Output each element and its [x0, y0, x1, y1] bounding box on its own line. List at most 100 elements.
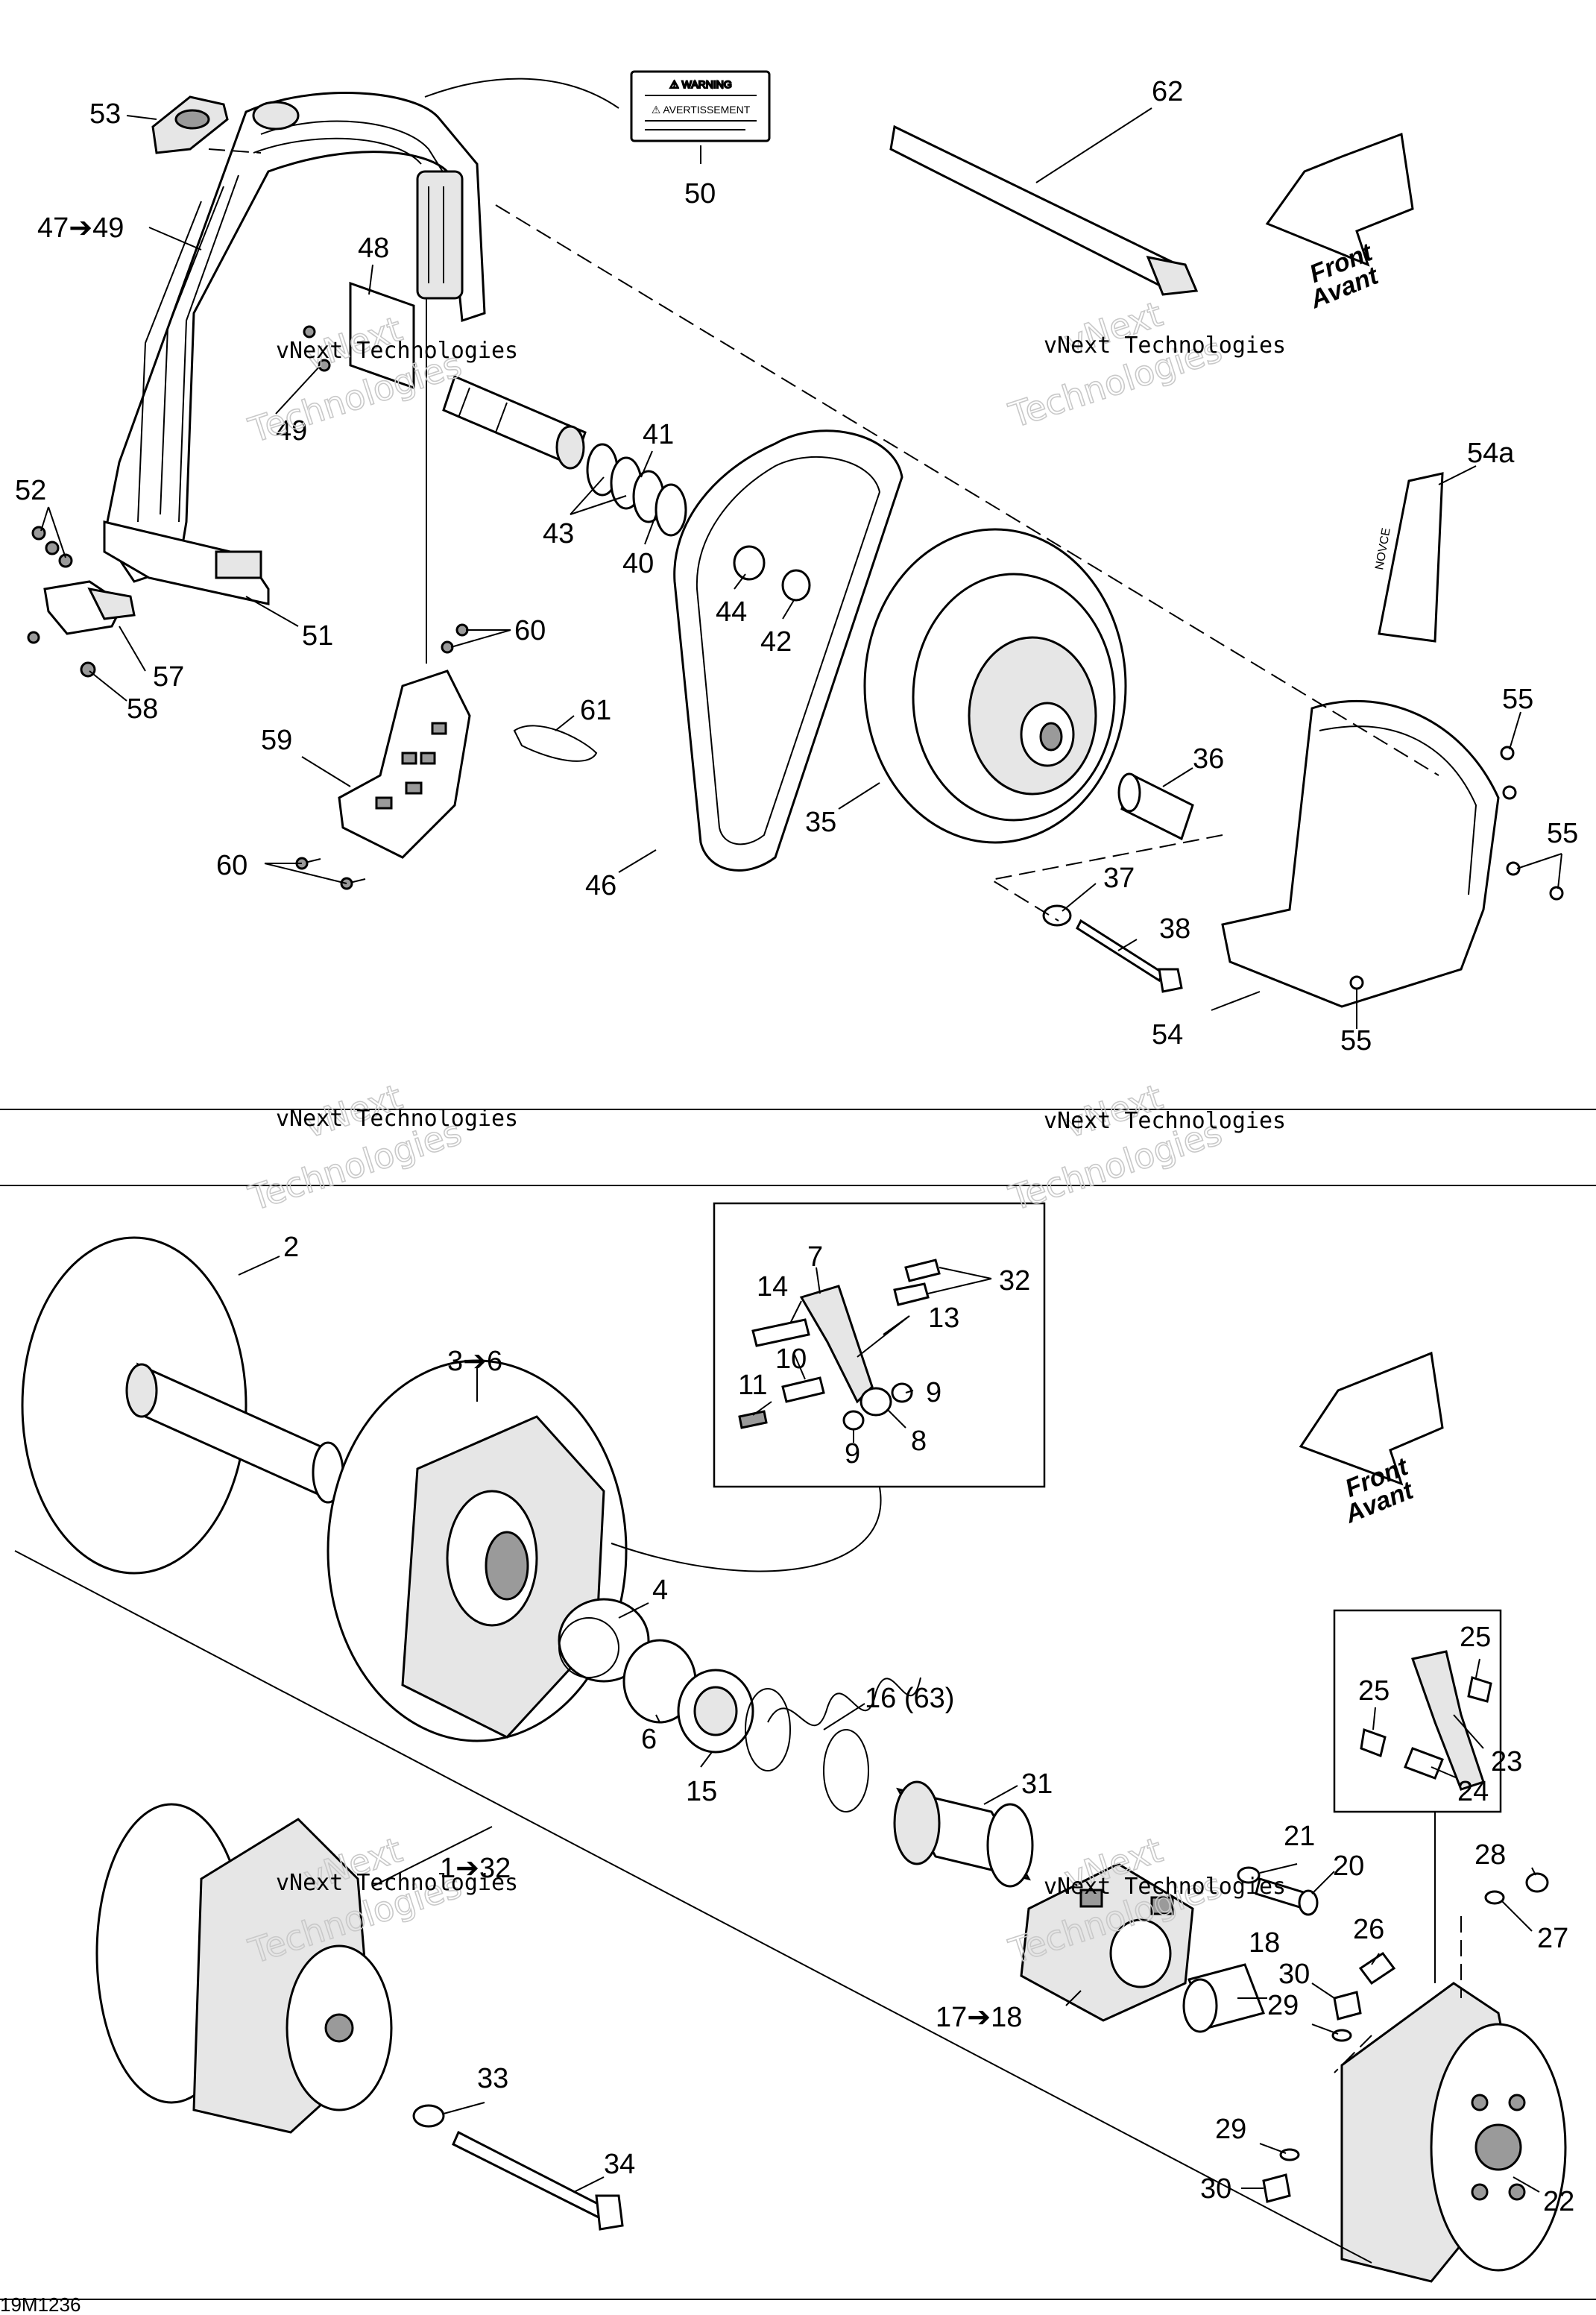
- callout-14: 14: [757, 1271, 788, 1303]
- spring-16: [745, 1677, 921, 1812]
- callout-11: 11: [738, 1370, 767, 1401]
- alignment-line-upper-2: [989, 834, 1223, 922]
- callout-38: 38: [1159, 913, 1190, 945]
- washer-29-upper: [1331, 2029, 1352, 2042]
- callout-28: 28: [1474, 1839, 1506, 1871]
- driven-pulley-35: [863, 528, 1127, 844]
- callout-20: 20: [1333, 1851, 1364, 1882]
- watermark-4-caption: vNext Technologies: [1044, 1108, 1286, 1134]
- guard-bracket-plate: [303, 281, 415, 390]
- bushings-42-44: [733, 545, 811, 602]
- alignment-line-upper-1: [495, 204, 1439, 776]
- callout-41: 41: [643, 419, 674, 450]
- watermark-2-caption: vNext Technologies: [1044, 333, 1286, 359]
- callout-61: 61: [580, 695, 611, 726]
- shaft-screen: [442, 374, 587, 470]
- washer-33: [412, 2104, 445, 2128]
- callout-37: 37: [1103, 863, 1135, 894]
- callout-9-right: 9: [926, 1377, 941, 1408]
- roller-8: [859, 1387, 892, 1417]
- pin-25-right: [1467, 1676, 1492, 1703]
- callout-2: 2: [283, 1232, 299, 1263]
- assembly-arrow-detail: [611, 1487, 882, 1572]
- washer-27: [1484, 1890, 1505, 1905]
- callout-30-lower: 30: [1200, 2173, 1231, 2205]
- label-line-1: ⚠ WARNING: [669, 78, 732, 90]
- guard-lower-bracket: [103, 520, 270, 605]
- cover-sleeve-31: [893, 1780, 1034, 1888]
- callout-47-49: 47➔49: [37, 212, 124, 244]
- callout-54: 54: [1152, 1019, 1183, 1051]
- screws-32: [893, 1259, 941, 1306]
- warning-label-decal: ⚠ WARNING ⚠ AVERTISSEMENT: [630, 70, 771, 142]
- callout-60-bottom: 60: [216, 850, 247, 881]
- pin-30-upper: [1333, 1991, 1362, 2020]
- front-direction-arrow-lower: Front Avant: [1299, 1351, 1444, 1529]
- watermark-1: vNext Technologies: [243, 308, 467, 451]
- callout-50: 50: [684, 178, 716, 210]
- callout-27: 27: [1537, 1923, 1568, 1954]
- assembled-drive-pulley: [95, 1803, 393, 2134]
- leader-lines: [40, 107, 1562, 2193]
- callout-6: 6: [641, 1724, 657, 1755]
- callout-35: 35: [805, 807, 836, 838]
- diagram-id: 19M1236: [0, 2293, 81, 2315]
- watermark-4: vNext Technologies: [1003, 1076, 1227, 1219]
- washer-15: [677, 1669, 754, 1754]
- callout-18: 18: [1249, 1927, 1280, 1959]
- washer-29-lower: [1279, 2148, 1300, 2161]
- callout-62: 62: [1152, 76, 1183, 107]
- callout-labels: 53 47➔49 48 49 50 62 52 51 57 58 41 43 4…: [15, 76, 1578, 2217]
- washer-9-left: [842, 1410, 865, 1431]
- pulley-guard-cover-54: [1221, 699, 1564, 1008]
- callout-7: 7: [807, 1241, 823, 1273]
- callout-22: 22: [1543, 2186, 1574, 2217]
- detail-box-roller-arm: [713, 1202, 1046, 1488]
- watermark-5-caption: vNext Technologies: [276, 1870, 518, 1896]
- watermark-3: vNext Technologies: [243, 1076, 467, 1219]
- roller-24: [1404, 1747, 1444, 1780]
- callout-59: 59: [261, 725, 292, 756]
- rings-40-43: [586, 443, 687, 537]
- washer-21: [1237, 1866, 1261, 1884]
- callout-29-upper: 29: [1267, 1990, 1299, 2021]
- movable-sheave-3: [327, 1359, 628, 1742]
- bushing-18: [1182, 1963, 1265, 2033]
- callout-10: 10: [775, 1344, 807, 1375]
- pin-30-lower: [1262, 2173, 1291, 2203]
- callout-52: 52: [15, 475, 46, 506]
- pin-10: [781, 1376, 825, 1403]
- drive-belt-46: [673, 429, 903, 872]
- callout-4: 4: [652, 1575, 668, 1606]
- callout-17-18: 17➔18: [936, 2002, 1022, 2033]
- clip-61: [513, 725, 598, 762]
- alignment-line-lower-3: [1334, 2035, 1372, 2073]
- callout-26: 26: [1353, 1914, 1384, 1945]
- bolt-34: [452, 2130, 624, 2231]
- callout-53: 53: [89, 98, 121, 130]
- callout-34: 34: [604, 2149, 635, 2180]
- tool-text: NOVCE: [1373, 527, 1393, 571]
- nut-28: [1525, 1872, 1549, 1893]
- callout-32-detail: 32: [999, 1265, 1030, 1297]
- callout-55-bottom: 55: [1340, 1025, 1372, 1056]
- detail-box-cam-arm: [1333, 1609, 1502, 1813]
- bolt-38: [1076, 919, 1183, 993]
- callout-30-upper: 30: [1278, 1959, 1310, 1990]
- label-line-2: ⚠ AVERTISSEMENT: [652, 104, 751, 116]
- governor-cup-22: [1340, 1982, 1567, 2283]
- fixed-sheave-2: [21, 1236, 344, 1575]
- watermark-3-caption: vNext Technologies: [276, 1106, 518, 1132]
- callout-51: 51: [302, 620, 333, 652]
- set-screw-11: [738, 1410, 768, 1429]
- callout-46: 46: [585, 870, 616, 901]
- tool-54a: NOVCE: [1373, 472, 1444, 643]
- callout-15: 15: [686, 1776, 717, 1807]
- callout-29-lower: 29: [1215, 2114, 1246, 2145]
- alignment-line-upper-3: [208, 148, 262, 154]
- callout-25-left: 25: [1358, 1675, 1390, 1707]
- watermark-6-caption: vNext Technologies: [1044, 1874, 1286, 1900]
- roller-arm-23: [1411, 1650, 1485, 1791]
- bolt-26: [1358, 1951, 1396, 1985]
